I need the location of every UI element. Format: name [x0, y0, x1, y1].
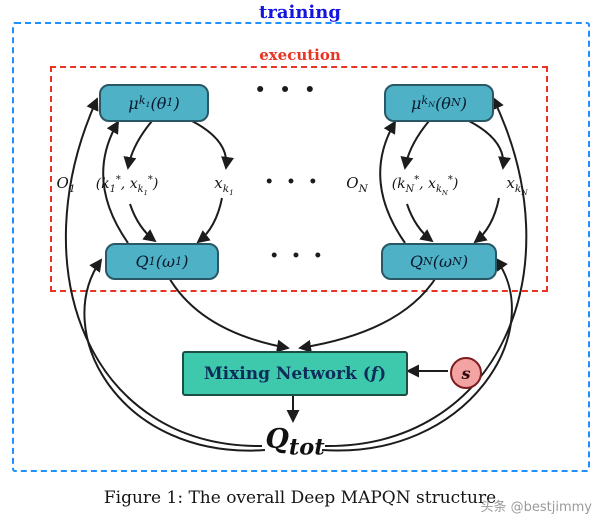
arrow-obs1-to-actor1: [102, 120, 129, 244]
action-label-1: (k1*, xk1*): [95, 174, 159, 197]
arrow-actionN-to-criticN: [406, 203, 434, 243]
arrow-critic1-to-mixing: [167, 275, 290, 353]
ellipsis-top: • • •: [254, 80, 320, 100]
arrow-actor1-to-x1: [189, 119, 234, 170]
x-label-1: xk1: [214, 174, 234, 198]
arrow-actor1-to-action1: [123, 120, 153, 170]
mixing-network-box: Mixing Network (f): [182, 351, 408, 396]
execution-label: execution: [259, 46, 341, 64]
qtot-label: Qtot: [265, 424, 325, 461]
figure-caption: Figure 1: The overall Deep MAPQN structu…: [103, 488, 497, 508]
training-label: training: [259, 2, 341, 23]
x-label-N: xkN: [506, 174, 528, 198]
action-label-N: (kN*, xkN*): [391, 174, 459, 197]
observation-label-N: ON: [346, 174, 368, 195]
arrow-criticN-to-mixing: [298, 275, 438, 353]
global-state-node: s: [450, 357, 482, 389]
arrow-actorN-to-xN: [466, 119, 511, 170]
observation-label-1: O1: [56, 174, 76, 195]
arrow-obsN-to-actorN: [379, 120, 406, 244]
arrow-qtot-to-actorN: [324, 96, 528, 448]
watermark: 头条 @bestjimmy: [480, 500, 593, 515]
arrow-actorN-to-actionN: [400, 120, 430, 170]
arrow-qtot-to-criticN: [321, 257, 513, 452]
arrow-qtot-to-critic1: [83, 258, 266, 452]
arrow-x1-to-critic1: [196, 197, 223, 244]
ellipsis-bottom: • • •: [269, 248, 327, 264]
execution-region: [50, 66, 548, 292]
ellipsis-middle: • • •: [264, 174, 322, 190]
training-region: [12, 22, 590, 472]
arrow-xN-to-criticN: [473, 197, 500, 244]
arrow-action1-to-critic1: [129, 203, 157, 243]
